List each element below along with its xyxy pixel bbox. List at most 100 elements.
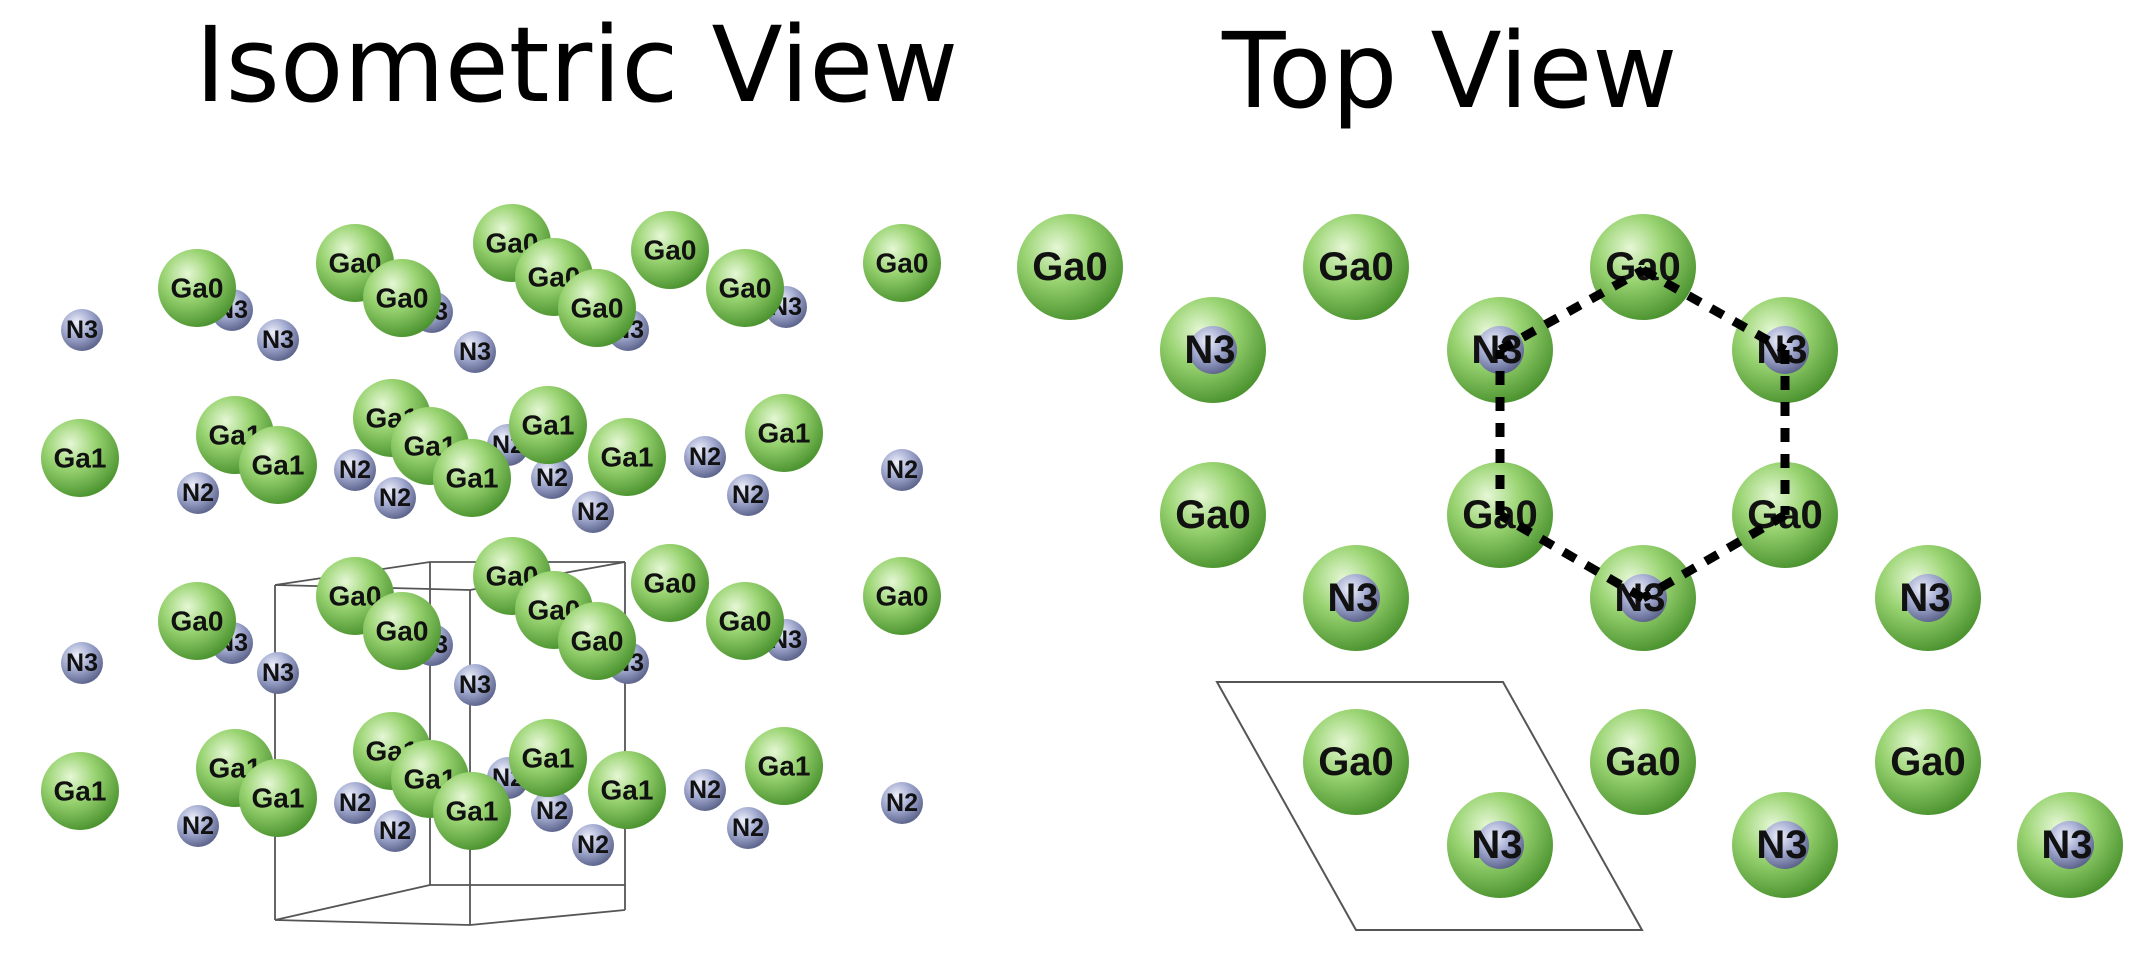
iso-n2-atom: N2: [177, 472, 219, 514]
iso-n2-atom: N2: [572, 491, 614, 533]
iso-ga1-atom: Ga1: [41, 752, 119, 830]
iso-ga1-atom-label: Ga1: [446, 796, 499, 827]
iso-ga0-atom: Ga0: [363, 259, 441, 337]
iso-n2-atom-label: N2: [732, 481, 764, 509]
iso-ga0-atom-label: Ga0: [719, 273, 772, 304]
iso-ga1-atom-sphere: [745, 727, 823, 805]
iso-ga0-atom-sphere: [863, 557, 941, 635]
iso-ga1-atom-sphere: [239, 426, 317, 504]
top-ga0-atom: Ga0: [1017, 214, 1123, 320]
iso-ga0-atom: Ga0: [631, 211, 709, 289]
iso-ga0-atom-sphere: [706, 249, 784, 327]
top-ga0-atom-sphere: [1303, 709, 1409, 815]
iso-n3-atom: N3: [454, 664, 496, 706]
iso-ga1-atom: Ga1: [239, 759, 317, 837]
top-unit-cell: [1215, 681, 1644, 931]
iso-ga0-atom: Ga0: [558, 602, 636, 680]
hexagon-edge: [1497, 266, 1646, 354]
iso-n2-atom-sphere: [572, 824, 614, 866]
iso-ga0-atom-label: Ga0: [171, 273, 224, 304]
top-ga0-atom: Ga0: [1590, 709, 1696, 815]
iso-n2-atom-sphere: [177, 472, 219, 514]
top-n3-sphere: [1904, 574, 1952, 622]
iso-ga1-atom-label: Ga1: [601, 775, 654, 806]
iso-n2-atom: N2: [177, 805, 219, 847]
top-n3-ga1-overlap-atom: N3: [1160, 297, 1266, 403]
iso-n2-atom-sphere: [334, 449, 376, 491]
hexagon-edge: [1497, 511, 1646, 602]
iso-ga1-atom: Ga1: [588, 418, 666, 496]
top-n3-label: N3: [1756, 823, 1807, 867]
iso-n2-atom-sphere: [177, 805, 219, 847]
iso-ga0-atom-label: Ga0: [171, 606, 224, 637]
iso-ga1-atom-label: Ga1: [758, 418, 811, 449]
iso-n3-atom: N3: [61, 642, 103, 684]
iso-n2-atom-label: N2: [886, 789, 918, 817]
iso-ga0-atom-label: Ga0: [376, 283, 429, 314]
iso-ga1-atom-label: Ga1: [601, 442, 654, 473]
iso-ga1-atom-label: Ga1: [522, 410, 575, 441]
top-view-title: Top View: [1222, 10, 1678, 132]
iso-n2-atom-label: N2: [577, 831, 609, 859]
iso-ga1-atom-sphere: [745, 394, 823, 472]
iso-ga0-atom-sphere: [558, 269, 636, 347]
iso-n3-atom-label: N3: [459, 338, 491, 366]
top-ga0-atom-label: Ga0: [1032, 245, 1108, 289]
top-n3-sphere: [1761, 821, 1809, 869]
iso-ga0-atom-label: Ga0: [876, 581, 929, 612]
top-n3-sphere: [1476, 821, 1524, 869]
iso-n2-atom: N2: [374, 477, 416, 519]
iso-n2-atom-label: N2: [536, 797, 568, 825]
iso-cell-edge: [274, 919, 471, 926]
top-ga0-atom: Ga0: [1590, 214, 1696, 320]
top-ga0-atom-sphere: [1875, 709, 1981, 815]
iso-n2-atom-sphere: [684, 769, 726, 811]
iso-ga0-atom: Ga0: [363, 592, 441, 670]
iso-ga1-atom: Ga1: [509, 386, 587, 464]
iso-ga1-atom: Ga1: [509, 719, 587, 797]
top-n3-ga1-overlap-atom: N3: [1875, 545, 1981, 651]
iso-ga1-atom-sphere: [509, 386, 587, 464]
top-n3-sphere: [2046, 821, 2094, 869]
top-n3-label: N3: [1184, 328, 1235, 372]
top-n3-sphere: [1189, 326, 1237, 374]
top-ga0-atom-label: Ga0: [1318, 245, 1394, 289]
iso-n2-atom: N2: [881, 449, 923, 491]
iso-n2-atom-label: N2: [379, 484, 411, 512]
iso-ga0-atom-label: Ga0: [644, 568, 697, 599]
iso-ga1-atom-sphere: [433, 772, 511, 850]
iso-n2-atom-sphere: [727, 474, 769, 516]
isometric-atoms: N3N3N3N3N3N3N3N2N2N2N2N2N2N2N2N2Ga0Ga0Ga…: [41, 204, 941, 866]
top-ga0-atom: Ga0: [1303, 709, 1409, 815]
iso-n2-atom-label: N2: [182, 479, 214, 507]
iso-n2-atom: N2: [531, 790, 573, 832]
iso-ga0-atom: Ga0: [863, 224, 941, 302]
iso-ga1-atom-sphere: [509, 719, 587, 797]
iso-ga1-atom-label: Ga1: [54, 443, 107, 474]
iso-ga1-atom: Ga1: [433, 772, 511, 850]
iso-ga1-atom: Ga1: [745, 394, 823, 472]
iso-n3-atom: N3: [61, 309, 103, 351]
top-ga0-atom: Ga0: [1160, 462, 1266, 568]
iso-n3-atom: N3: [454, 331, 496, 373]
top-ga0-atom-sphere: [1017, 214, 1123, 320]
iso-n3-atom-sphere: [61, 309, 103, 351]
iso-n2-atom-label: N2: [536, 464, 568, 492]
iso-ga1-atom-label: Ga1: [446, 463, 499, 494]
iso-ga0-atom-sphere: [631, 211, 709, 289]
iso-n2-atom: N2: [572, 824, 614, 866]
top-n3-sphere: [1332, 574, 1380, 622]
top-ga0-atom-label: Ga0: [1605, 740, 1681, 784]
hexagon-edge: [1640, 511, 1788, 602]
top-ga0-atom: Ga0: [1303, 214, 1409, 320]
top-ga0-atom-label: Ga0: [1318, 740, 1394, 784]
iso-n3-atom: N3: [257, 319, 299, 361]
iso-ga1-atom: Ga1: [433, 439, 511, 517]
iso-n2-atom-label: N2: [339, 789, 371, 817]
iso-n3-atom-label: N3: [459, 671, 491, 699]
iso-ga1-atom-sphere: [239, 759, 317, 837]
top-n3-ga1-overlap-atom: N3: [1732, 792, 1838, 898]
iso-ga0-atom-label: Ga0: [644, 235, 697, 266]
top-n3-label: N3: [1899, 576, 1950, 620]
